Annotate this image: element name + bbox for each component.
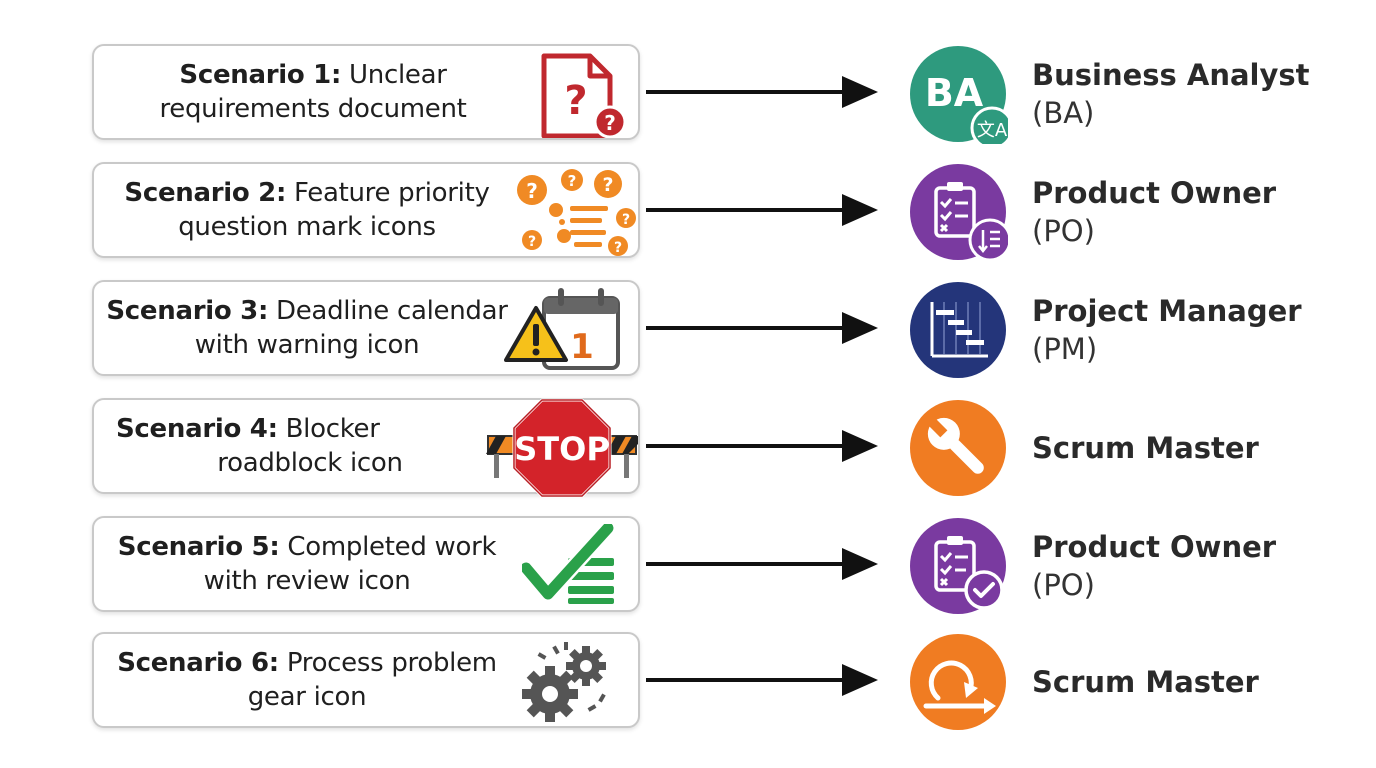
svg-text:?: ? (564, 78, 587, 124)
role-text: Product Owner (PO) (1032, 162, 1276, 262)
arrow-icon (646, 430, 878, 462)
role-name: Business Analyst (1032, 58, 1310, 92)
scenario-label: Scenario 4: (116, 414, 278, 444)
stop-sign-text: STOP (514, 430, 610, 468)
gantt-chart-icon (910, 282, 1006, 378)
role-text: Business Analyst (BA) (1032, 44, 1310, 144)
scenario-card: Scenario 3: Deadline calendar with warni… (92, 280, 640, 376)
document-question-icon: ? ? (541, 53, 627, 138)
question-marks-list-icon: ? ? ? ? ? ? (517, 169, 636, 256)
svg-text:?: ? (622, 212, 630, 228)
scenario-text: Scenario 5: Completed work with review i… (102, 518, 512, 610)
checkmark-list-icon (522, 524, 616, 604)
scenario-row-5: Scenario 5: Completed work with review i… (0, 516, 1376, 616)
scenario-card: Scenario 6: Process problem gear icon (92, 632, 640, 728)
scenario-line2: question mark icons (178, 212, 436, 242)
role-abbr: (PO) (1032, 214, 1095, 248)
scenario-label: Scenario 6: (117, 648, 279, 678)
scenario-line1: Completed work (287, 532, 497, 562)
ba-icon-text: BA (925, 71, 984, 115)
scenario-line2: with warning icon (194, 330, 420, 360)
scenario-row-4: Scenario 4: Blocker roadblock icon STOP (0, 398, 1376, 498)
scenario-row-2: Scenario 2: Feature priority question ma… (0, 162, 1376, 262)
role-text: Scrum Master (1032, 398, 1259, 498)
scenario-card: Scenario 2: Feature priority question ma… (92, 162, 640, 258)
svg-text:文A: 文A (977, 120, 1008, 141)
business-analyst-icon: BA 文A (910, 46, 1008, 144)
svg-text:?: ? (528, 234, 536, 250)
scenario-text: Scenario 4: Blocker roadblock icon (102, 400, 492, 492)
scenario-card: Scenario 4: Blocker roadblock icon STOP (92, 398, 640, 498)
svg-text:?: ? (568, 172, 577, 190)
scenario-label: Scenario 1: (179, 60, 342, 90)
role-name: Project Manager (1032, 294, 1302, 328)
arrow-icon (646, 76, 878, 108)
scenario-text: Scenario 1: Unclear requirements documen… (108, 46, 518, 138)
role-text: Scrum Master (1032, 632, 1259, 732)
arrow-icon (646, 664, 878, 696)
scenario-line2: with review icon (203, 566, 411, 596)
scenario-text: Scenario 3: Deadline calendar with warni… (102, 282, 512, 374)
role-name: Product Owner (1032, 176, 1277, 210)
scenario-line1: Unclear (349, 60, 447, 90)
scenario-text: Scenario 6: Process problem gear icon (102, 634, 512, 726)
role-abbr: (PO) (1032, 568, 1095, 602)
role-text: Project Manager (PM) (1032, 280, 1302, 380)
role-name: Product Owner (1032, 530, 1277, 564)
scenario-card: Scenario 5: Completed work with review i… (92, 516, 640, 612)
role-text: Product Owner (PO) (1032, 516, 1276, 616)
svg-text:?: ? (614, 240, 622, 256)
gears-icon (522, 642, 606, 722)
arrow-icon (646, 312, 878, 344)
scenario-row-3: Scenario 3: Deadline calendar with warni… (0, 280, 1376, 380)
scenario-row-1: Scenario 1: Unclear requirements documen… (0, 44, 1376, 144)
calendar-warning-icon: 1 (504, 288, 620, 370)
scenario-text: Scenario 2: Feature priority question ma… (102, 164, 512, 256)
svg-text:?: ? (604, 111, 616, 135)
scenario-line2: gear icon (247, 682, 367, 712)
scenario-line1: Blocker (285, 414, 380, 444)
scenario-card: Scenario 1: Unclear requirements documen… (92, 44, 640, 140)
scenario-line1: Process problem (286, 648, 497, 678)
svg-text:?: ? (602, 174, 613, 196)
scenario-line1: Feature priority (294, 178, 490, 208)
wrench-icon (910, 400, 1006, 496)
scenario-line2: requirements document (159, 94, 467, 124)
arrow-icon (646, 548, 878, 580)
scenario-label: Scenario 3: (106, 296, 269, 326)
role-abbr: (PM) (1032, 332, 1098, 366)
clipboard-priority-icon (910, 164, 1008, 262)
scenario-label: Scenario 2: (124, 178, 287, 208)
role-name: Scrum Master (1032, 431, 1259, 465)
scenario-line2: roadblock icon (217, 448, 403, 478)
scenario-line1: Deadline calendar (276, 296, 508, 326)
scenario-row-6: Scenario 6: Process problem gear icon (0, 632, 1376, 732)
scrum-cycle-icon (910, 634, 1006, 730)
role-abbr: (BA) (1032, 96, 1095, 130)
clipboard-check-icon (910, 518, 1006, 614)
svg-text:?: ? (526, 179, 538, 203)
calendar-day: 1 (570, 327, 594, 367)
arrow-icon (646, 194, 878, 226)
stop-sign-roadblock-icon: STOP (486, 398, 638, 498)
role-name: Scrum Master (1032, 665, 1259, 699)
scenario-label: Scenario 5: (117, 532, 280, 562)
